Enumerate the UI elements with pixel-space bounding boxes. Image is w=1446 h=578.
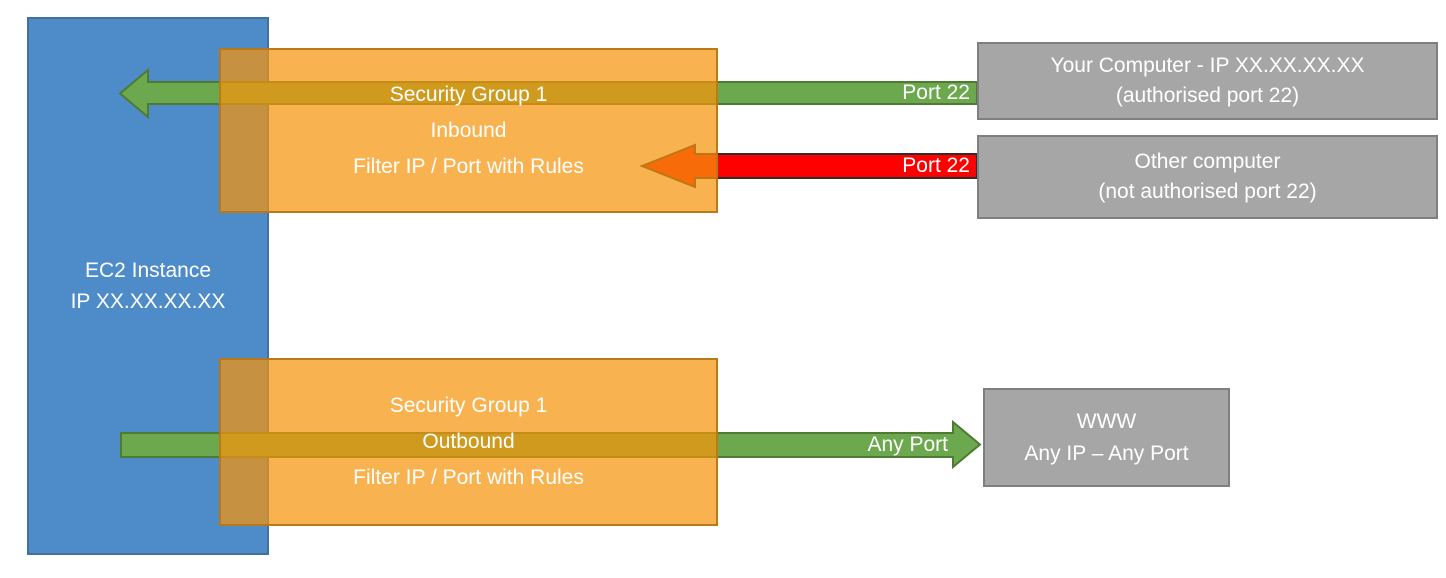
sg-outbound-description: Filter IP / Port with Rules bbox=[353, 466, 584, 489]
www-label: WWW bbox=[1076, 409, 1137, 433]
other-computer-label: Other computer bbox=[1134, 150, 1281, 173]
outbound-port-label: Any Port bbox=[867, 433, 948, 456]
sg-inbound-description: Filter IP / Port with Rules bbox=[353, 154, 584, 178]
your-computer-box: Your Computer - IP XX.XX.XX.XX (authoris… bbox=[977, 42, 1438, 120]
ec2-instance-label: EC2 Instance bbox=[84, 259, 212, 282]
security-group-inbound-box: Security Group 1 Inbound Filter IP / Por… bbox=[219, 48, 718, 213]
sg-inbound-direction: Inbound bbox=[430, 118, 507, 142]
other-computer-box: Other computer (not authorised port 22) bbox=[977, 135, 1438, 219]
www-box: WWW Any IP – Any Port bbox=[983, 388, 1230, 487]
sg-outbound-title: Security Group 1 bbox=[389, 394, 548, 417]
security-group-outbound-box: Security Group 1 Outbound Filter IP / Po… bbox=[219, 358, 718, 526]
sg-inbound-title: Security Group 1 bbox=[389, 82, 548, 106]
inbound-allowed-port-label: Port 22 bbox=[902, 81, 970, 104]
ec2-instance-ip: IP XX.XX.XX.XX bbox=[70, 290, 226, 313]
your-computer-note: (authorised port 22) bbox=[1115, 84, 1300, 107]
your-computer-label: Your Computer - IP XX.XX.XX.XX bbox=[1050, 54, 1365, 77]
www-note: Any IP – Any Port bbox=[1024, 441, 1189, 465]
inbound-blocked-port-label: Port 22 bbox=[902, 154, 970, 177]
sg-outbound-direction: Outbound bbox=[422, 430, 515, 453]
other-computer-note: (not authorised port 22) bbox=[1098, 180, 1317, 203]
